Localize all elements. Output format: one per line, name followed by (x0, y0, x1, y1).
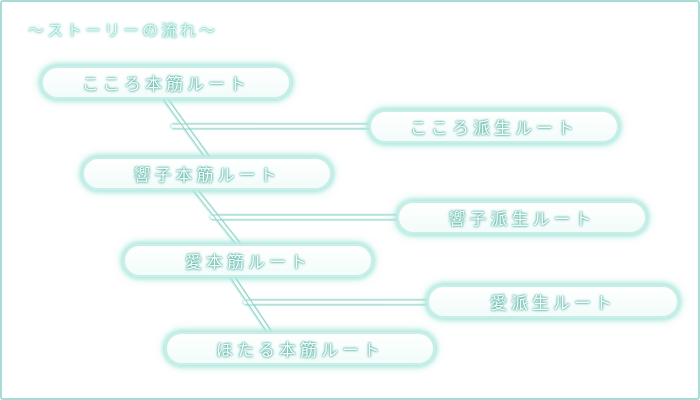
route-node-hibiki-branch[interactable]: 響子派生ルート (397, 201, 647, 234)
route-node-kokoro-main[interactable]: こころ本筋ルート (41, 66, 291, 99)
route-node-hibiki-main[interactable]: 響子本筋ルート (82, 157, 332, 190)
route-node-ai-main[interactable]: 愛本筋ルート (123, 244, 373, 277)
route-node-kokoro-branch[interactable]: こころ派生ルート (369, 110, 619, 143)
route-node-hotaru-main[interactable]: ほたる本筋ルート (165, 332, 435, 365)
route-node-ai-branch[interactable]: 愛派生ルート (427, 285, 679, 318)
diagram-heading: ～ストーリーの流れ～ (28, 21, 219, 40)
